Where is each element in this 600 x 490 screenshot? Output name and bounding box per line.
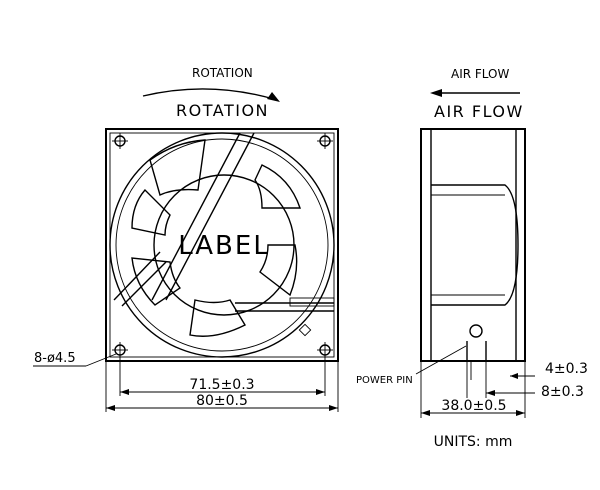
- side-frame-outer: [420, 128, 526, 362]
- connector-marker: [298, 323, 312, 337]
- fan-blade: [131, 257, 182, 306]
- rotation-label-large: ROTATION: [176, 101, 269, 120]
- side-motor-housing: [431, 184, 519, 306]
- dim-arrowhead: [316, 389, 325, 395]
- hole-callout-label: 8-ø4.5: [34, 351, 76, 366]
- venturi-inner-ring: [115, 138, 329, 352]
- fan-frame-outer: [105, 128, 339, 362]
- rotation-label-small: ROTATION: [192, 66, 253, 80]
- rotation-arrow: [142, 88, 278, 101]
- pin-extension-lines: [466, 361, 487, 398]
- units-label: UNITS: mm: [434, 434, 513, 450]
- front-extension-lines: [105, 356, 339, 412]
- fan-blade: [149, 139, 206, 196]
- fan-blade: [189, 299, 246, 337]
- support-struts: [113, 132, 334, 312]
- rotation-arrowhead: [267, 92, 280, 102]
- front-view: ROTATION ROTATION: [33, 66, 339, 412]
- overall-width-dim-label: 80±0.5: [196, 393, 248, 409]
- fan-blades: [131, 139, 301, 337]
- fan-blade: [254, 164, 301, 209]
- fan-hub: [153, 174, 295, 316]
- dim-arrowhead: [329, 405, 338, 411]
- airflow-arrowhead: [430, 89, 442, 97]
- hole-callout-leader: [85, 353, 117, 367]
- depth-dim-label: 38.0±0.5: [441, 398, 506, 414]
- airflow-label-large: AIR FLOW: [434, 102, 524, 121]
- dim-arrowhead: [510, 373, 518, 379]
- fan-blade: [259, 244, 298, 297]
- hub-label: LABEL: [178, 231, 270, 261]
- venturi-outer-ring: [109, 132, 335, 358]
- power-pin-leader: [415, 345, 467, 375]
- fan-blade: [131, 188, 171, 236]
- dim-arrowhead: [120, 389, 129, 395]
- dim-arrowhead: [516, 410, 525, 416]
- hole-spacing-dim-label: 71.5±0.3: [189, 377, 254, 393]
- power-connector-hole: [469, 324, 483, 338]
- airflow-label-small: AIR FLOW: [451, 67, 510, 81]
- dim-arrowhead: [421, 410, 430, 416]
- power-pin-label: POWER PIN: [356, 375, 413, 386]
- hole-centerlines: [112, 133, 333, 358]
- pin-spacing-dim-label: 8±0.3: [541, 384, 584, 400]
- pin-width-dim-label: 4±0.3: [545, 361, 588, 377]
- side-view: AIR FLOW AIR FLOW POWER PIN 4±0.3 8±: [356, 67, 588, 450]
- dim-arrowhead: [486, 390, 495, 396]
- dim-arrowhead: [106, 405, 115, 411]
- wire-exit-block: [289, 297, 335, 307]
- depth-extension-lines: [420, 361, 526, 418]
